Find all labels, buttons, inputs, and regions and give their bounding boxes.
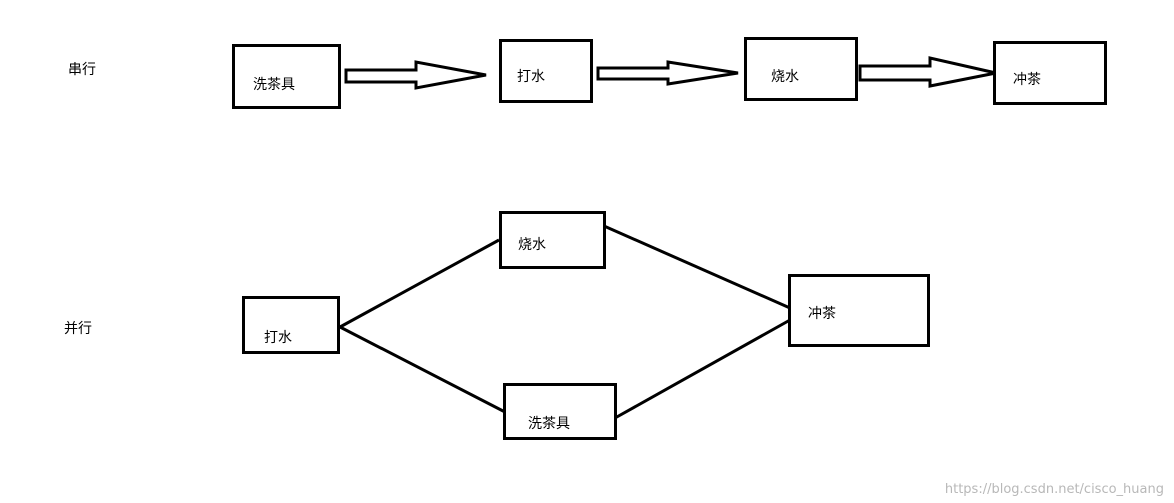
watermark-text: https://blog.csdn.net/cisco_huang: [944, 482, 1164, 497]
parallel-step-boil: 烧水: [499, 211, 606, 269]
parallel-step-brew: 冲茶: [788, 274, 930, 347]
parallel-step-label: 冲茶: [808, 306, 836, 322]
edge-top-end: [603, 224, 791, 310]
parallel-label: 并行: [64, 321, 92, 337]
serial-step-label: 洗茶具: [253, 77, 295, 93]
serial-step-label: 冲茶: [1013, 72, 1041, 88]
arrow-3: [858, 56, 997, 88]
serial-step-boil: 烧水: [744, 37, 858, 101]
parallel-step-label: 打水: [264, 330, 292, 346]
parallel-step-wash: 洗茶具: [503, 383, 617, 440]
parallel-step-label: 烧水: [518, 237, 546, 253]
serial-step-label: 打水: [517, 69, 545, 85]
serial-step-wash: 洗茶具: [232, 44, 341, 109]
edge-start-top: [339, 238, 500, 329]
edge-bottom-end: [614, 318, 791, 420]
parallel-step-label: 洗茶具: [528, 416, 570, 432]
edge-start-bottom: [339, 325, 506, 414]
parallel-step-fetch-water: 打水: [242, 296, 340, 354]
arrow-1: [344, 60, 487, 90]
serial-step-brew: 冲茶: [993, 41, 1107, 105]
serial-step-fetch-water: 打水: [499, 39, 593, 103]
arrow-2: [596, 60, 739, 86]
serial-step-label: 烧水: [771, 69, 799, 85]
serial-label: 串行: [68, 62, 96, 78]
